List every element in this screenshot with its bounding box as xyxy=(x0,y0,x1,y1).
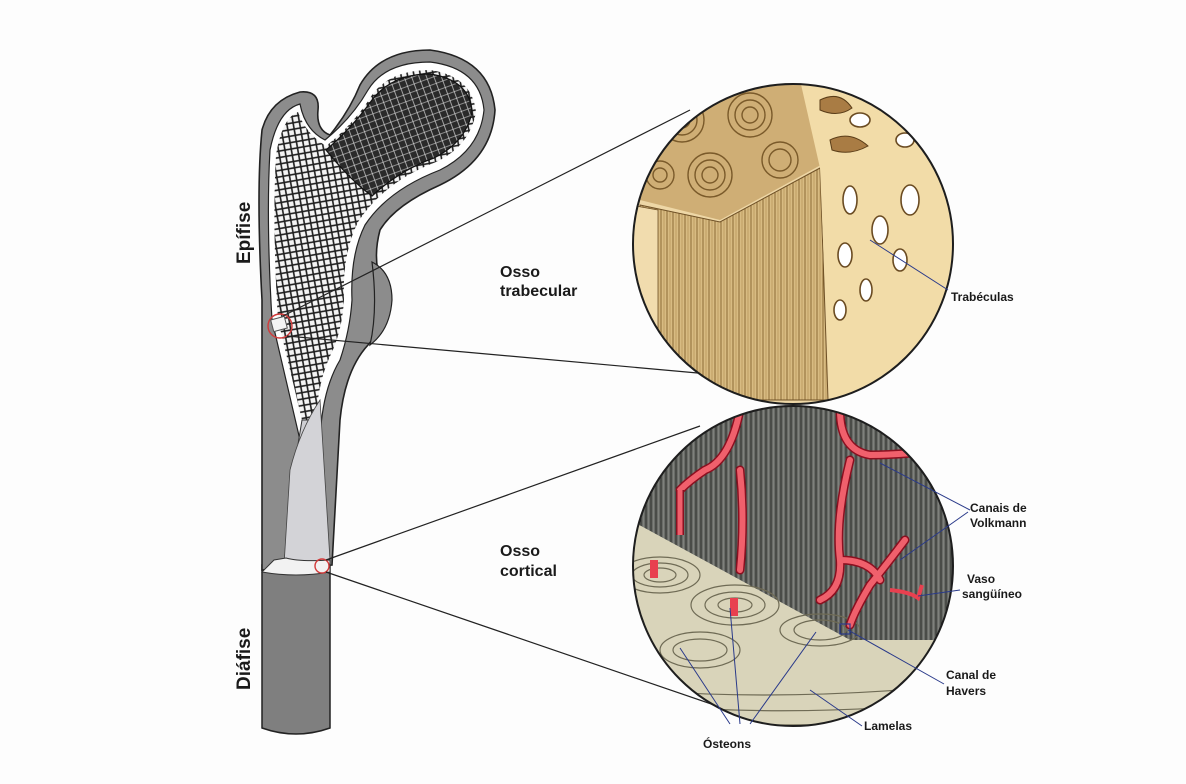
trabecular-bone-detail xyxy=(630,80,960,410)
label-osso-cortical-line1: Osso xyxy=(500,543,540,560)
label-osso-trabecular-line2: trabecular xyxy=(500,283,577,300)
label-diafise: Diáfise xyxy=(234,628,255,690)
label-osteons: Ósteons xyxy=(703,736,751,751)
label-epifise: Epífise xyxy=(234,202,255,264)
label-osso-cortical-line2: cortical xyxy=(500,563,557,580)
label-canal-havers-line2: Havers xyxy=(946,684,986,698)
femur-illustration xyxy=(259,50,495,734)
label-canais-volkmann-line2: Volkmann xyxy=(970,516,1026,530)
label-canais-volkmann-line1: Canais de xyxy=(970,501,1027,515)
label-vaso-line1: Vaso xyxy=(967,572,995,586)
label-trabeculas: Trabéculas xyxy=(951,290,1014,304)
label-lamelas: Lamelas xyxy=(864,719,912,733)
label-vaso-line2: sangüíneo xyxy=(962,587,1022,601)
label-osso-trabecular-line1: Osso xyxy=(500,264,540,281)
label-canal-havers-line1: Canal de xyxy=(946,668,996,682)
